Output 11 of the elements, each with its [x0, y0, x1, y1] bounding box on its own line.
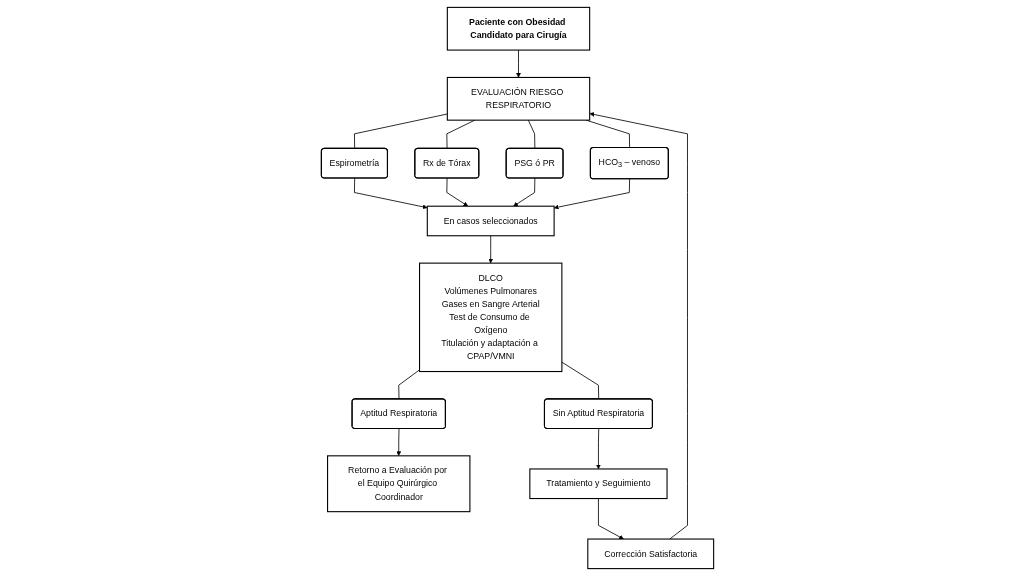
node-box: EVALUACIÓN RIESGO RESPIRATORIO [447, 76, 591, 121]
connector [446, 119, 476, 149]
connector [528, 119, 536, 149]
connector [398, 368, 421, 400]
node-box: Tratamiento y Seguimiento [529, 467, 669, 499]
node-box: Retorno a Evaluación por el Equipo Quirúrgico Coordinador [327, 454, 471, 512]
node-box: En casos seleccionados [427, 205, 556, 236]
node-box: Paciente con Obesidad Candidato para Cirugía [447, 6, 591, 51]
node-box: DLCO Volúmenes Pulmonares Gases en Sangre Arterial Test de Consumo de Oxígeno Titulación y adaptación a CPAP/VMNI [419, 262, 563, 372]
node-box: Corrección Satisfactoria [587, 538, 715, 569]
connector [586, 119, 631, 148]
